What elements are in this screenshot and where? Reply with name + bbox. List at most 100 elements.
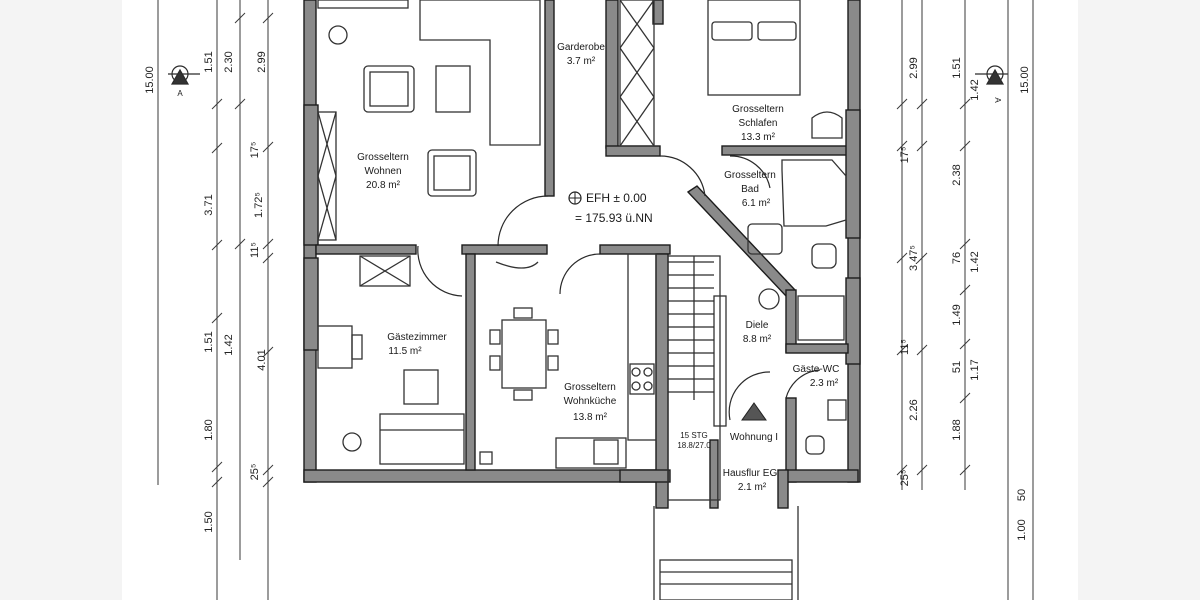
dimension-tick bbox=[959, 98, 971, 110]
kueche-label-2: Wohnküche bbox=[564, 396, 617, 407]
dim-right-i3-0: 1.42 bbox=[969, 79, 981, 100]
dimension-tick bbox=[896, 464, 908, 476]
dim-right-outer-0: 15.00 bbox=[1019, 66, 1031, 94]
wohnen-label-2: Wohnen bbox=[364, 166, 401, 177]
gaeste-wc-label: Gäste-WC bbox=[793, 364, 840, 375]
dimension-tick bbox=[959, 464, 971, 476]
dimension-tick bbox=[262, 346, 274, 358]
schlafen-label-1: Grosseltern bbox=[732, 104, 784, 115]
walls bbox=[303, 0, 861, 509]
paper-right-margin bbox=[1078, 0, 1200, 600]
wohnung-label: Wohnung I bbox=[730, 432, 778, 443]
dim-right-i3-3: 1.00 bbox=[1016, 519, 1028, 540]
diele-area: 8.8 m² bbox=[743, 334, 772, 345]
dimension-tick bbox=[896, 98, 908, 110]
dimension-lines bbox=[157, 0, 1034, 600]
dimension-tick bbox=[916, 344, 928, 356]
dimension-tick bbox=[916, 140, 928, 152]
level-marker bbox=[568, 191, 582, 205]
gaeste-wc-area: 2.3 m² bbox=[810, 378, 839, 389]
dim-left-mid-0: 3.71 bbox=[203, 194, 215, 215]
dimension-tick bbox=[234, 12, 246, 24]
level-label-2: = 175.93 ü.NN bbox=[575, 211, 653, 225]
dimension-tick bbox=[959, 238, 971, 250]
dim-left-i2-0: 1.51 bbox=[203, 51, 215, 72]
dimension-tick bbox=[262, 141, 274, 153]
wohnen-area: 20.8 m² bbox=[366, 180, 401, 191]
garderobe-label: Garderobe bbox=[557, 42, 605, 53]
dim-left-i2-5: 25⁵ bbox=[249, 464, 261, 481]
entrance-marker bbox=[741, 402, 767, 421]
dim-left-i2-4: 1.51 bbox=[203, 331, 215, 352]
stair-label-2: 18.8/27.0 bbox=[677, 441, 711, 450]
dim-left-i2-2: 17⁵ bbox=[249, 142, 261, 159]
garderobe-area: 3.7 m² bbox=[567, 56, 596, 67]
doors bbox=[417, 155, 821, 421]
dimension-tick bbox=[211, 461, 223, 473]
dim-right-i1-0: 2.99 bbox=[908, 57, 920, 78]
dim-left-i1-1: 1.72⁵ bbox=[253, 192, 265, 218]
dim-right-i3-2: 1.17 bbox=[969, 359, 981, 380]
dimension-tick bbox=[916, 464, 928, 476]
dim-left-i1-0: 2.30 bbox=[223, 51, 235, 72]
dimension-tick bbox=[211, 312, 223, 324]
bad-label-1: Grosseltern bbox=[724, 170, 776, 181]
furniture bbox=[317, 0, 847, 600]
dim-right-i3-1: 1.42 bbox=[969, 251, 981, 272]
section-marker-right bbox=[975, 65, 1008, 85]
stair-label-1: 15 STG bbox=[680, 431, 708, 440]
schlafen-area: 13.3 m² bbox=[741, 132, 776, 143]
dim-left-i1-3: 1.80 bbox=[203, 419, 215, 440]
dim-right-i2-1: 2.38 bbox=[951, 164, 963, 185]
dimension-texts: 15.00 3.71 4.01 1.50 2.30 1.72⁵ 1.42 1.8… bbox=[144, 51, 1031, 540]
dimension-tick bbox=[211, 476, 223, 488]
section-letter-right: A bbox=[993, 97, 1002, 103]
dimension-tick bbox=[262, 12, 274, 24]
windows bbox=[317, 0, 655, 287]
dimension-tick bbox=[211, 98, 223, 110]
dimension-tick bbox=[234, 98, 246, 110]
dimension-tick bbox=[916, 252, 928, 264]
hausflur-label: Hausflur EG bbox=[723, 468, 778, 479]
stair-treads bbox=[668, 261, 714, 393]
kueche-area: 13.8 m² bbox=[573, 412, 608, 423]
gaeste-area: 11.5 m² bbox=[388, 346, 422, 357]
section-marker-left bbox=[168, 65, 200, 85]
paper-left-margin bbox=[0, 0, 122, 600]
dim-right-i1-3: 11⁵ bbox=[899, 339, 911, 355]
dimension-tick bbox=[262, 476, 274, 488]
dim-left-mid-1: 4.01 bbox=[256, 349, 268, 370]
dimension-tick bbox=[234, 238, 246, 250]
dim-left-i2-1: 2.99 bbox=[256, 51, 268, 72]
dim-right-i2-2: 76 bbox=[951, 252, 963, 264]
dim-right-i2-0: 1.51 bbox=[951, 57, 963, 78]
section-letter-left: A bbox=[177, 89, 183, 98]
dimension-tick bbox=[211, 239, 223, 251]
dim-right-i2-4: 51 bbox=[951, 361, 963, 373]
dimension-tick bbox=[959, 392, 971, 404]
dimension-tick bbox=[262, 238, 274, 250]
dim-right-i2-3: 1.49 bbox=[951, 304, 963, 325]
bad-area: 6.1 m² bbox=[742, 198, 771, 209]
dimension-tick bbox=[959, 140, 971, 152]
dim-right-i3-4: 50 bbox=[1016, 489, 1028, 501]
dimension-tick bbox=[959, 338, 971, 350]
schlafen-label-2: Schlafen bbox=[739, 118, 778, 129]
dim-left-i1-2: 1.42 bbox=[223, 334, 235, 355]
dim-left-outer-0: 15.00 bbox=[144, 66, 156, 94]
dimension-tick bbox=[959, 284, 971, 296]
dim-left-mid-2: 1.50 bbox=[203, 511, 215, 532]
dim-right-i1-4: 2.26 bbox=[908, 399, 920, 420]
dimension-tick bbox=[896, 344, 908, 356]
dim-right-i1-5: 25⁵ bbox=[899, 470, 911, 487]
dimension-tick bbox=[896, 252, 908, 264]
dim-right-i1-2: 3.47⁵ bbox=[908, 245, 920, 271]
kueche-label-1: Grosseltern bbox=[564, 382, 616, 393]
dimension-tick bbox=[211, 142, 223, 154]
bad-label-2: Bad bbox=[741, 184, 759, 195]
dimension-tick bbox=[896, 140, 908, 152]
dim-right-i2-5: 1.88 bbox=[951, 419, 963, 440]
wohnen-label-1: Grosseltern bbox=[357, 152, 409, 163]
gaeste-label: Gästezimmer bbox=[387, 332, 447, 343]
